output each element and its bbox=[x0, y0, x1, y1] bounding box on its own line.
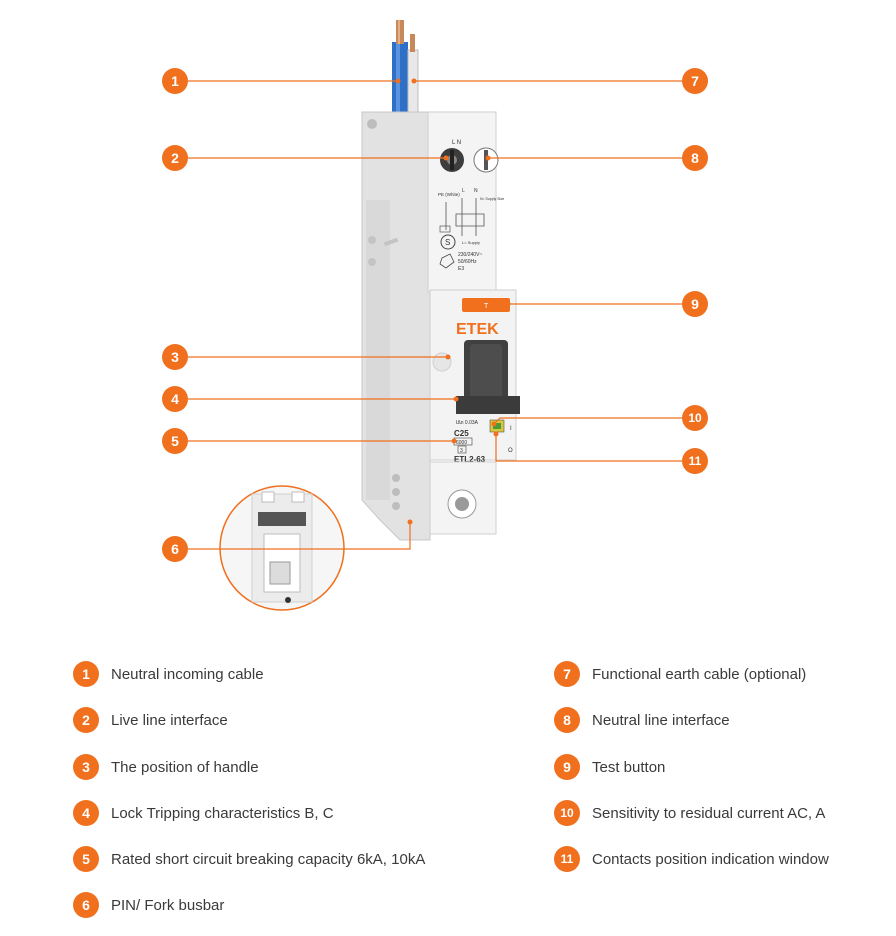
leader-dots bbox=[395, 78, 511, 525]
off-label: O bbox=[508, 448, 513, 454]
legend-label: Contacts position indication window bbox=[592, 850, 829, 868]
legend-badge: 4 bbox=[73, 800, 99, 826]
callout-6: 6 bbox=[162, 536, 188, 562]
legend-label: Neutral line interface bbox=[592, 711, 730, 729]
legend-badge: 8 bbox=[554, 707, 580, 733]
legend-badge: 11 bbox=[554, 846, 580, 872]
legend-badge: 6 bbox=[73, 892, 99, 918]
callout-11: 11 bbox=[682, 448, 708, 474]
legend-label: The position of handle bbox=[111, 758, 259, 776]
symbol-s: S bbox=[445, 238, 450, 247]
model-label: ETL2-63 bbox=[454, 455, 486, 464]
class-mark: E3 bbox=[458, 266, 464, 272]
breaking-capacity-label: 6000 bbox=[456, 440, 467, 446]
legend-item-7: 7 Functional earth cable (optional) bbox=[554, 661, 806, 687]
legend-badge: 2 bbox=[73, 707, 99, 733]
legend-item-1: 1 Neutral incoming cable bbox=[73, 661, 264, 687]
test-button[interactable] bbox=[462, 298, 510, 312]
callout-3: 3 bbox=[162, 344, 188, 370]
legend-badge: 1 bbox=[73, 661, 99, 687]
brand-logo: ETEK bbox=[456, 321, 499, 338]
legend-item-4: 4 Lock Tripping characteristics B, C bbox=[73, 800, 334, 826]
legend-item-11: 11 Contacts position indication window bbox=[554, 846, 829, 872]
legend-label: PIN/ Fork busbar bbox=[111, 896, 225, 914]
breaker-bottom-terminal bbox=[429, 461, 497, 535]
callout-9: 9 bbox=[682, 291, 708, 317]
test-button-label: T bbox=[484, 303, 489, 310]
legend-item-10: 10 Sensitivity to residual current AC, A bbox=[554, 800, 825, 826]
schematic-supply-label: N= Supply Side bbox=[480, 197, 504, 201]
frequency-label: 50/60Hz bbox=[458, 259, 477, 265]
legend-badge: 9 bbox=[554, 754, 580, 780]
neutral-incoming-cable bbox=[392, 20, 408, 114]
legend-label: Sensitivity to residual current AC, A bbox=[592, 804, 826, 822]
breaker-front-lower: T ETEK IΔn 0.03A C25 6000 3 I O ETL2-63 bbox=[429, 289, 520, 464]
schematic-l-label: L bbox=[462, 188, 465, 194]
legend-label: Rated short circuit breaking capacity 6k… bbox=[111, 850, 426, 868]
busbar-inset bbox=[219, 485, 345, 611]
rating-label: C25 bbox=[454, 429, 469, 438]
breaker-front-upper: L N PE (White) L N N= Supply Side S L= S… bbox=[427, 111, 504, 293]
legend-badge: 7 bbox=[554, 661, 580, 687]
legend-badge: 3 bbox=[73, 754, 99, 780]
callout-8: 8 bbox=[682, 145, 708, 171]
legend-label: Neutral incoming cable bbox=[111, 665, 264, 683]
callout-7: 7 bbox=[682, 68, 708, 94]
legend-item-6: 6 PIN/ Fork busbar bbox=[73, 892, 224, 918]
breaker-diagram: L N PE (White) L N N= Supply Side S L= S… bbox=[188, 20, 682, 611]
legend-item-8: 8 Neutral line interface bbox=[554, 707, 730, 733]
schematic-l-supply: L= Supply bbox=[462, 240, 480, 245]
legend-item-2: 2 Live line interface bbox=[73, 707, 228, 733]
callout-10: 10 bbox=[682, 405, 708, 431]
callout-4: 4 bbox=[162, 386, 188, 412]
legend-item-3: 3 The position of handle bbox=[73, 754, 259, 780]
legend-item-9: 9 Test button bbox=[554, 754, 665, 780]
on-label: I bbox=[510, 426, 512, 432]
breaker-side-body bbox=[361, 111, 431, 541]
breaking-class-label: 3 bbox=[460, 448, 463, 454]
legend-label: Live line interface bbox=[111, 711, 228, 729]
legend-label: Functional earth cable (optional) bbox=[592, 665, 807, 683]
legend-item-5: 5 Rated short circuit breaking capacity … bbox=[73, 846, 425, 872]
top-terminal-labels: L N bbox=[452, 140, 461, 146]
sensitivity-label: IΔn 0.03A bbox=[456, 420, 479, 426]
voltage-label: 230/240V~ bbox=[458, 252, 482, 258]
functional-earth-cable bbox=[407, 34, 419, 115]
callout-5: 5 bbox=[162, 428, 188, 454]
schematic-n-label: N bbox=[474, 188, 478, 194]
rcd-symbol bbox=[439, 253, 455, 269]
leader-lines bbox=[188, 80, 682, 550]
legend-badge: 10 bbox=[554, 800, 580, 826]
schematic-pe-label: PE (White) bbox=[438, 192, 460, 197]
legend-label: Lock Tripping characteristics B, C bbox=[111, 804, 334, 822]
callout-2: 2 bbox=[162, 145, 188, 171]
legend-badge: 5 bbox=[73, 846, 99, 872]
callout-1: 1 bbox=[162, 68, 188, 94]
legend-label: Test button bbox=[592, 758, 666, 776]
